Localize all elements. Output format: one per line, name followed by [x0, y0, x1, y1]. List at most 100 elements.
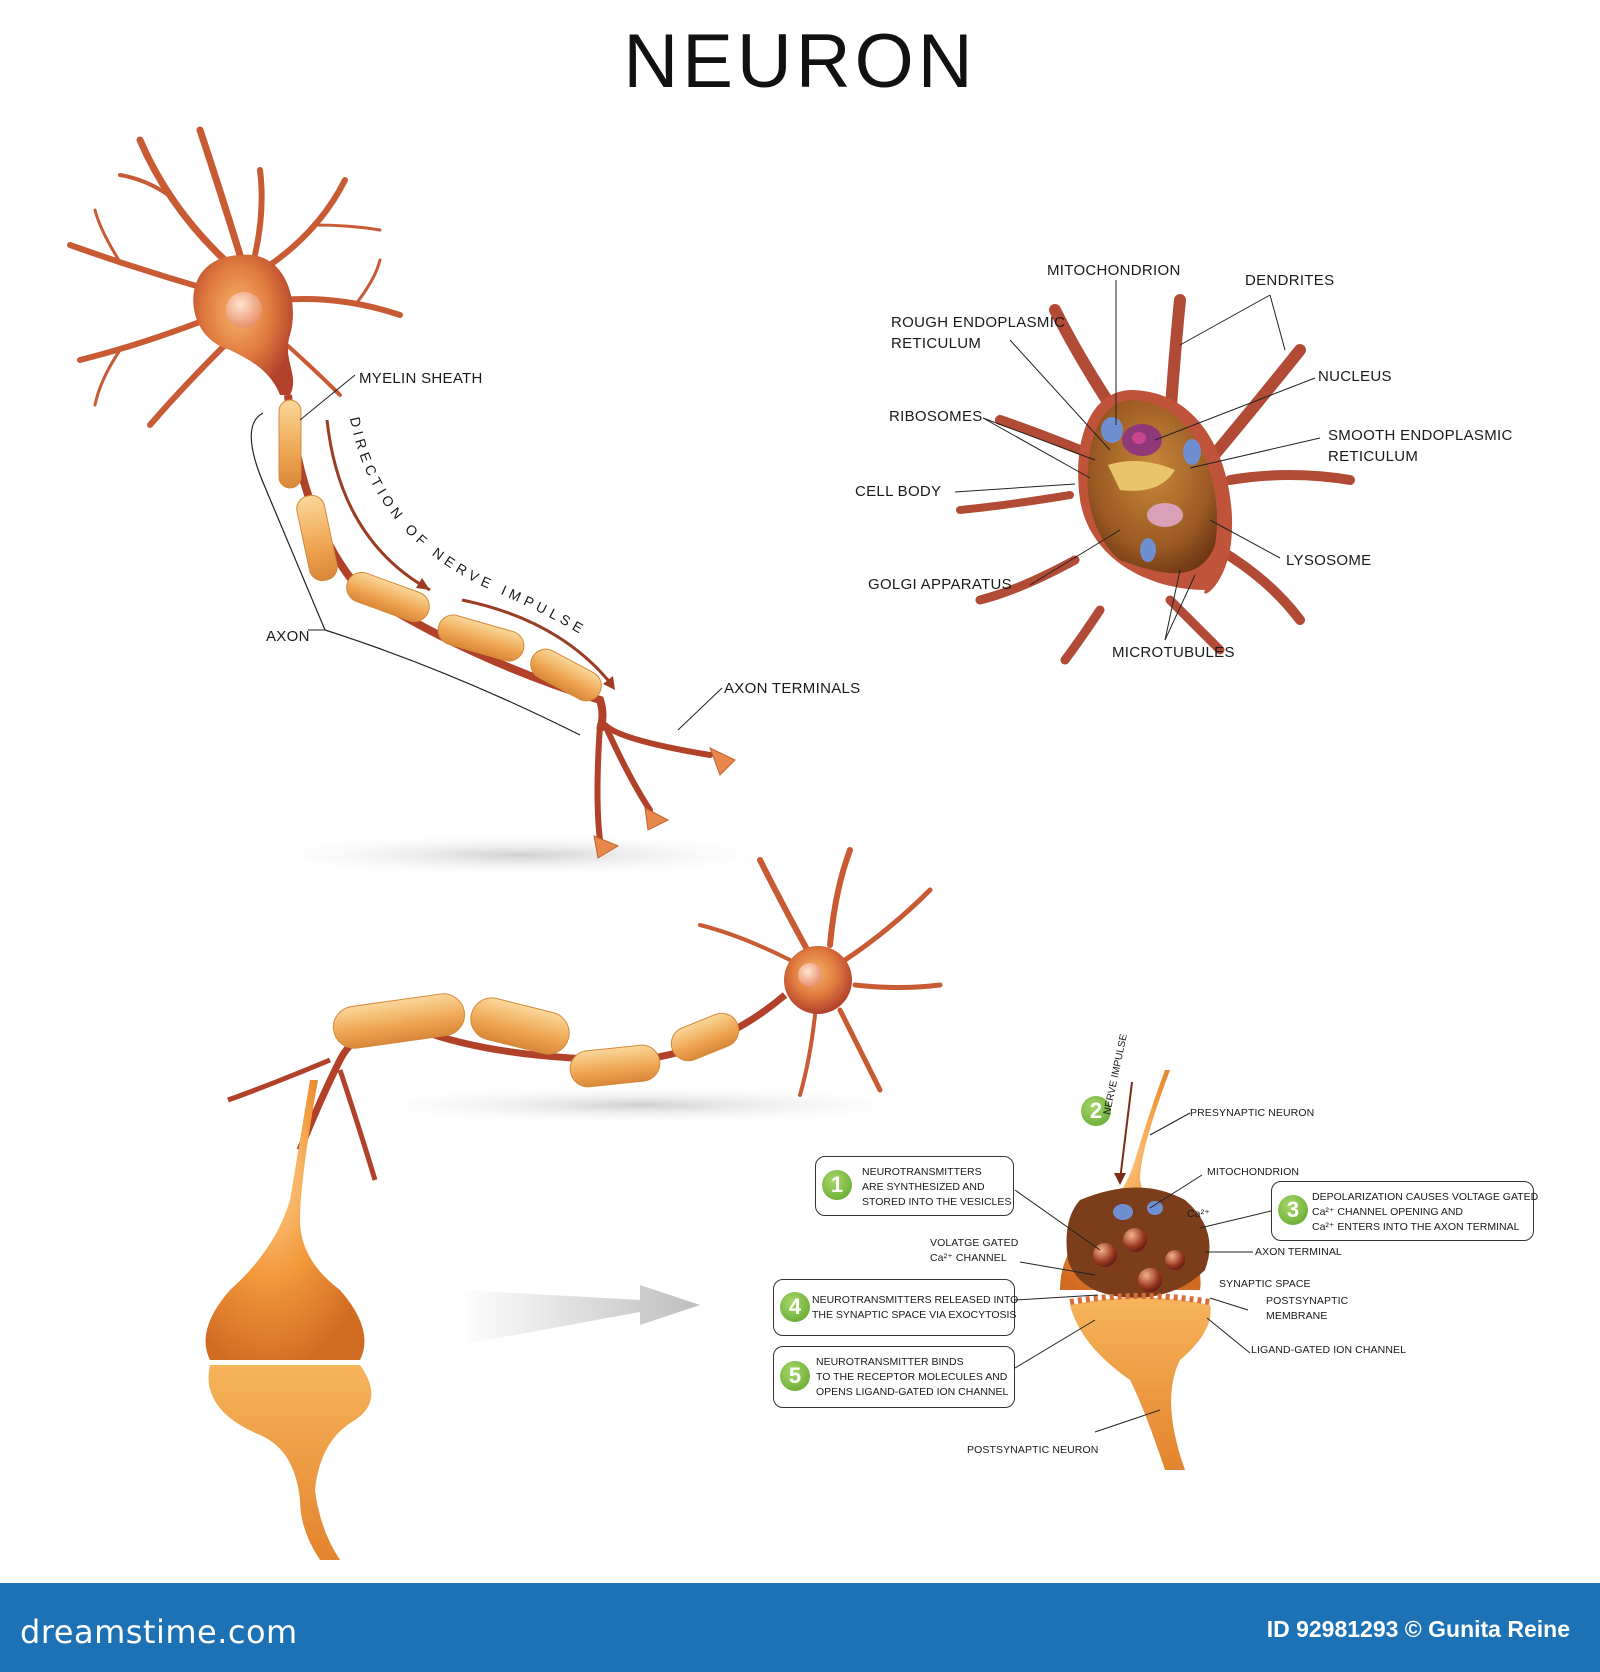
neuron-bottom [227, 847, 943, 1181]
cell-dendrites [956, 294, 1355, 665]
step-text-3: DEPOLARIZATION CAUSES VOLTAGE GATED Ca²⁺… [1312, 1190, 1538, 1235]
arrowhead-1 [416, 578, 430, 590]
step-line: Ca²⁺ CHANNEL OPENING AND [1312, 1206, 1464, 1218]
myelin-sheath-bottom [332, 993, 740, 1088]
label-mitochondrion: MITOCHONDRION [1047, 262, 1181, 279]
step-line: STORED INTO THE VESICLES [862, 1196, 1012, 1208]
step-box-3: 3 DEPOLARIZATION CAUSES VOLTAGE GATED Ca… [1271, 1181, 1538, 1241]
label-microtubules: MICROTUBULES [1112, 644, 1235, 661]
step-line: THE SYNAPTIC SPACE VIA EXOCYTOSIS [812, 1309, 1017, 1321]
diagram-artwork [67, 126, 1355, 1560]
step-line: Ca²⁺ ENTERS INTO THE AXON TERMINAL [1312, 1221, 1520, 1233]
label-ligand-gated-ion-channel: LIGAND-GATED ION CHANNEL [1251, 1344, 1407, 1356]
label-rough-er-1: ROUGH ENDOPLASMIC [891, 314, 1066, 331]
neuron-top [67, 126, 800, 877]
dendrites-top [67, 126, 403, 428]
label-nucleus: NUCLEUS [1318, 368, 1392, 385]
step-text-5: NEUROTRANSMITTER BINDS TO THE RECEPTOR M… [816, 1355, 1008, 1400]
footer-credit: ID 92981293 © Gunita Reine [1266, 1616, 1570, 1642]
label-axon-terminals: AXON TERMINALS [724, 680, 861, 697]
svg-text:DIRECTION OF NERVE IMPULSE: DIRECTION OF NERVE IMPULSE [347, 415, 590, 638]
step-line: NEUROTRANSMITTERS RELEASED INTO [812, 1294, 1019, 1306]
vesicle [1093, 1243, 1117, 1267]
synapse-large [205, 1080, 700, 1560]
step-line: ARE SYNTHESIZED AND [862, 1181, 985, 1193]
axon-bracket [250, 412, 581, 736]
mitochondrion-synapse [1147, 1201, 1163, 1215]
arrowhead-2 [603, 676, 615, 690]
mitochondrion-cell-2 [1183, 439, 1201, 465]
label-presynaptic-neuron: PRESYNAPTIC NEURON [1190, 1107, 1315, 1119]
label-rough-er-2: RETICULUM [891, 335, 982, 352]
er-cell [1147, 503, 1183, 527]
axon-branch [227, 1057, 331, 1103]
step-line: DEPOLARIZATION CAUSES VOLTAGE GATED [1312, 1191, 1539, 1203]
leader-myelin [299, 374, 356, 421]
label-ca-ion: Ca²⁺ [1187, 1208, 1210, 1220]
axon-branch-2 [337, 1069, 378, 1181]
step-box-4: 4 NEUROTRANSMITTERS RELEASED INTO THE SY… [773, 1279, 1019, 1336]
vesicle [1165, 1250, 1185, 1270]
direction-arrow-1 [325, 419, 431, 592]
mitochondrion-cell [1101, 417, 1123, 443]
label-mitochondrion-synapse: MITOCHONDRION [1207, 1166, 1300, 1178]
step-line: NEUROTRANSMITTERS [862, 1166, 982, 1178]
postsynaptic-neuron-detail [1070, 1297, 1211, 1470]
label-smooth-er-2: RETICULUM [1328, 448, 1419, 465]
step-box-5: 5 NEUROTRANSMITTER BINDS TO THE RECEPTOR… [773, 1346, 1015, 1408]
synapse-detail [1014, 1070, 1276, 1470]
label-direction-of-nerve-impulse: DIRECTION OF NERVE IMPULSE [347, 415, 590, 638]
leader-axon-terminals [677, 687, 723, 731]
step-badge-2: 2 [1081, 1096, 1111, 1126]
nucleolus [1132, 432, 1146, 444]
label-postsynaptic-neuron: POSTSYNAPTIC NEURON [967, 1444, 1099, 1456]
label-golgi-apparatus: GOLGI APPARATUS [868, 576, 1012, 593]
label-postsynaptic-membrane-1: POSTSYNAPTIC [1266, 1295, 1349, 1307]
vesicle [1123, 1228, 1147, 1252]
terminal-bulbs-top [593, 747, 736, 859]
nerve-impulse-arrow [1119, 1081, 1133, 1181]
footer-brand[interactable]: dreamstime.com [20, 1613, 298, 1651]
direction-text: DIRECTION OF NERVE IMPULSE [347, 415, 585, 638]
postsynaptic-large [208, 1365, 372, 1560]
shadow [240, 833, 800, 877]
golgi-cell [1108, 461, 1175, 491]
step-line: TO THE RECEPTOR MOLECULES AND [816, 1371, 1008, 1383]
mitochondrion-synapse [1113, 1204, 1133, 1220]
label-smooth-er-1: SMOOTH ENDOPLASMIC [1328, 427, 1513, 444]
shadow-bottom [340, 1085, 940, 1125]
step-line: OPENS LIGAND-GATED ION CHANNEL [816, 1386, 1009, 1398]
page-title: NEURON [623, 19, 977, 104]
direction-arrow-2 [461, 598, 614, 686]
axon-terminals-top [594, 722, 713, 843]
step-text-1: NEUROTRANSMITTERS ARE SYNTHESIZED AND ST… [862, 1165, 1011, 1210]
label-axon: AXON [266, 628, 310, 645]
synapse-leaders [1014, 1112, 1276, 1433]
step-badge-4: 4 [780, 1292, 810, 1322]
step-badge-3: 3 [1278, 1195, 1308, 1225]
label-cell-body: CELL BODY [855, 483, 942, 500]
nucleus-bottom [798, 963, 822, 987]
nucleus-top [226, 292, 262, 328]
label-myelin-sheath: MYELIN SHEATH [359, 370, 483, 387]
myelin-sheath-top [278, 399, 602, 702]
cell-body-section [954, 280, 1355, 665]
step-line: NEUROTRANSMITTER BINDS [816, 1356, 964, 1368]
vesicle [1138, 1268, 1162, 1292]
step-badge-1: 1 [822, 1170, 852, 1200]
axon-top [284, 394, 607, 732]
nerve-impulse-arrowhead [1114, 1173, 1126, 1185]
label-lysosome: LYSOSOME [1286, 552, 1372, 569]
label-dendrites: DENDRITES [1245, 272, 1335, 289]
cell-leaders [954, 280, 1321, 641]
step-box-1: 1 NEUROTRANSMITTERS ARE SYNTHESIZED AND … [815, 1156, 1014, 1216]
label-vg-channel-2: Ca²⁺ CHANNEL [930, 1252, 1007, 1264]
label-axon-terminal: AXON TERMINAL [1255, 1246, 1342, 1258]
zoom-arrow [460, 1285, 700, 1345]
step-badge-5: 5 [780, 1361, 810, 1391]
mitochondrion-cell-3 [1140, 538, 1156, 562]
presynaptic-terminal-large [205, 1080, 365, 1360]
label-ribosomes: RIBOSOMES [889, 408, 983, 425]
footer-bar: dreamstime.com ID 92981293 © Gunita Rein… [0, 1583, 1600, 1672]
